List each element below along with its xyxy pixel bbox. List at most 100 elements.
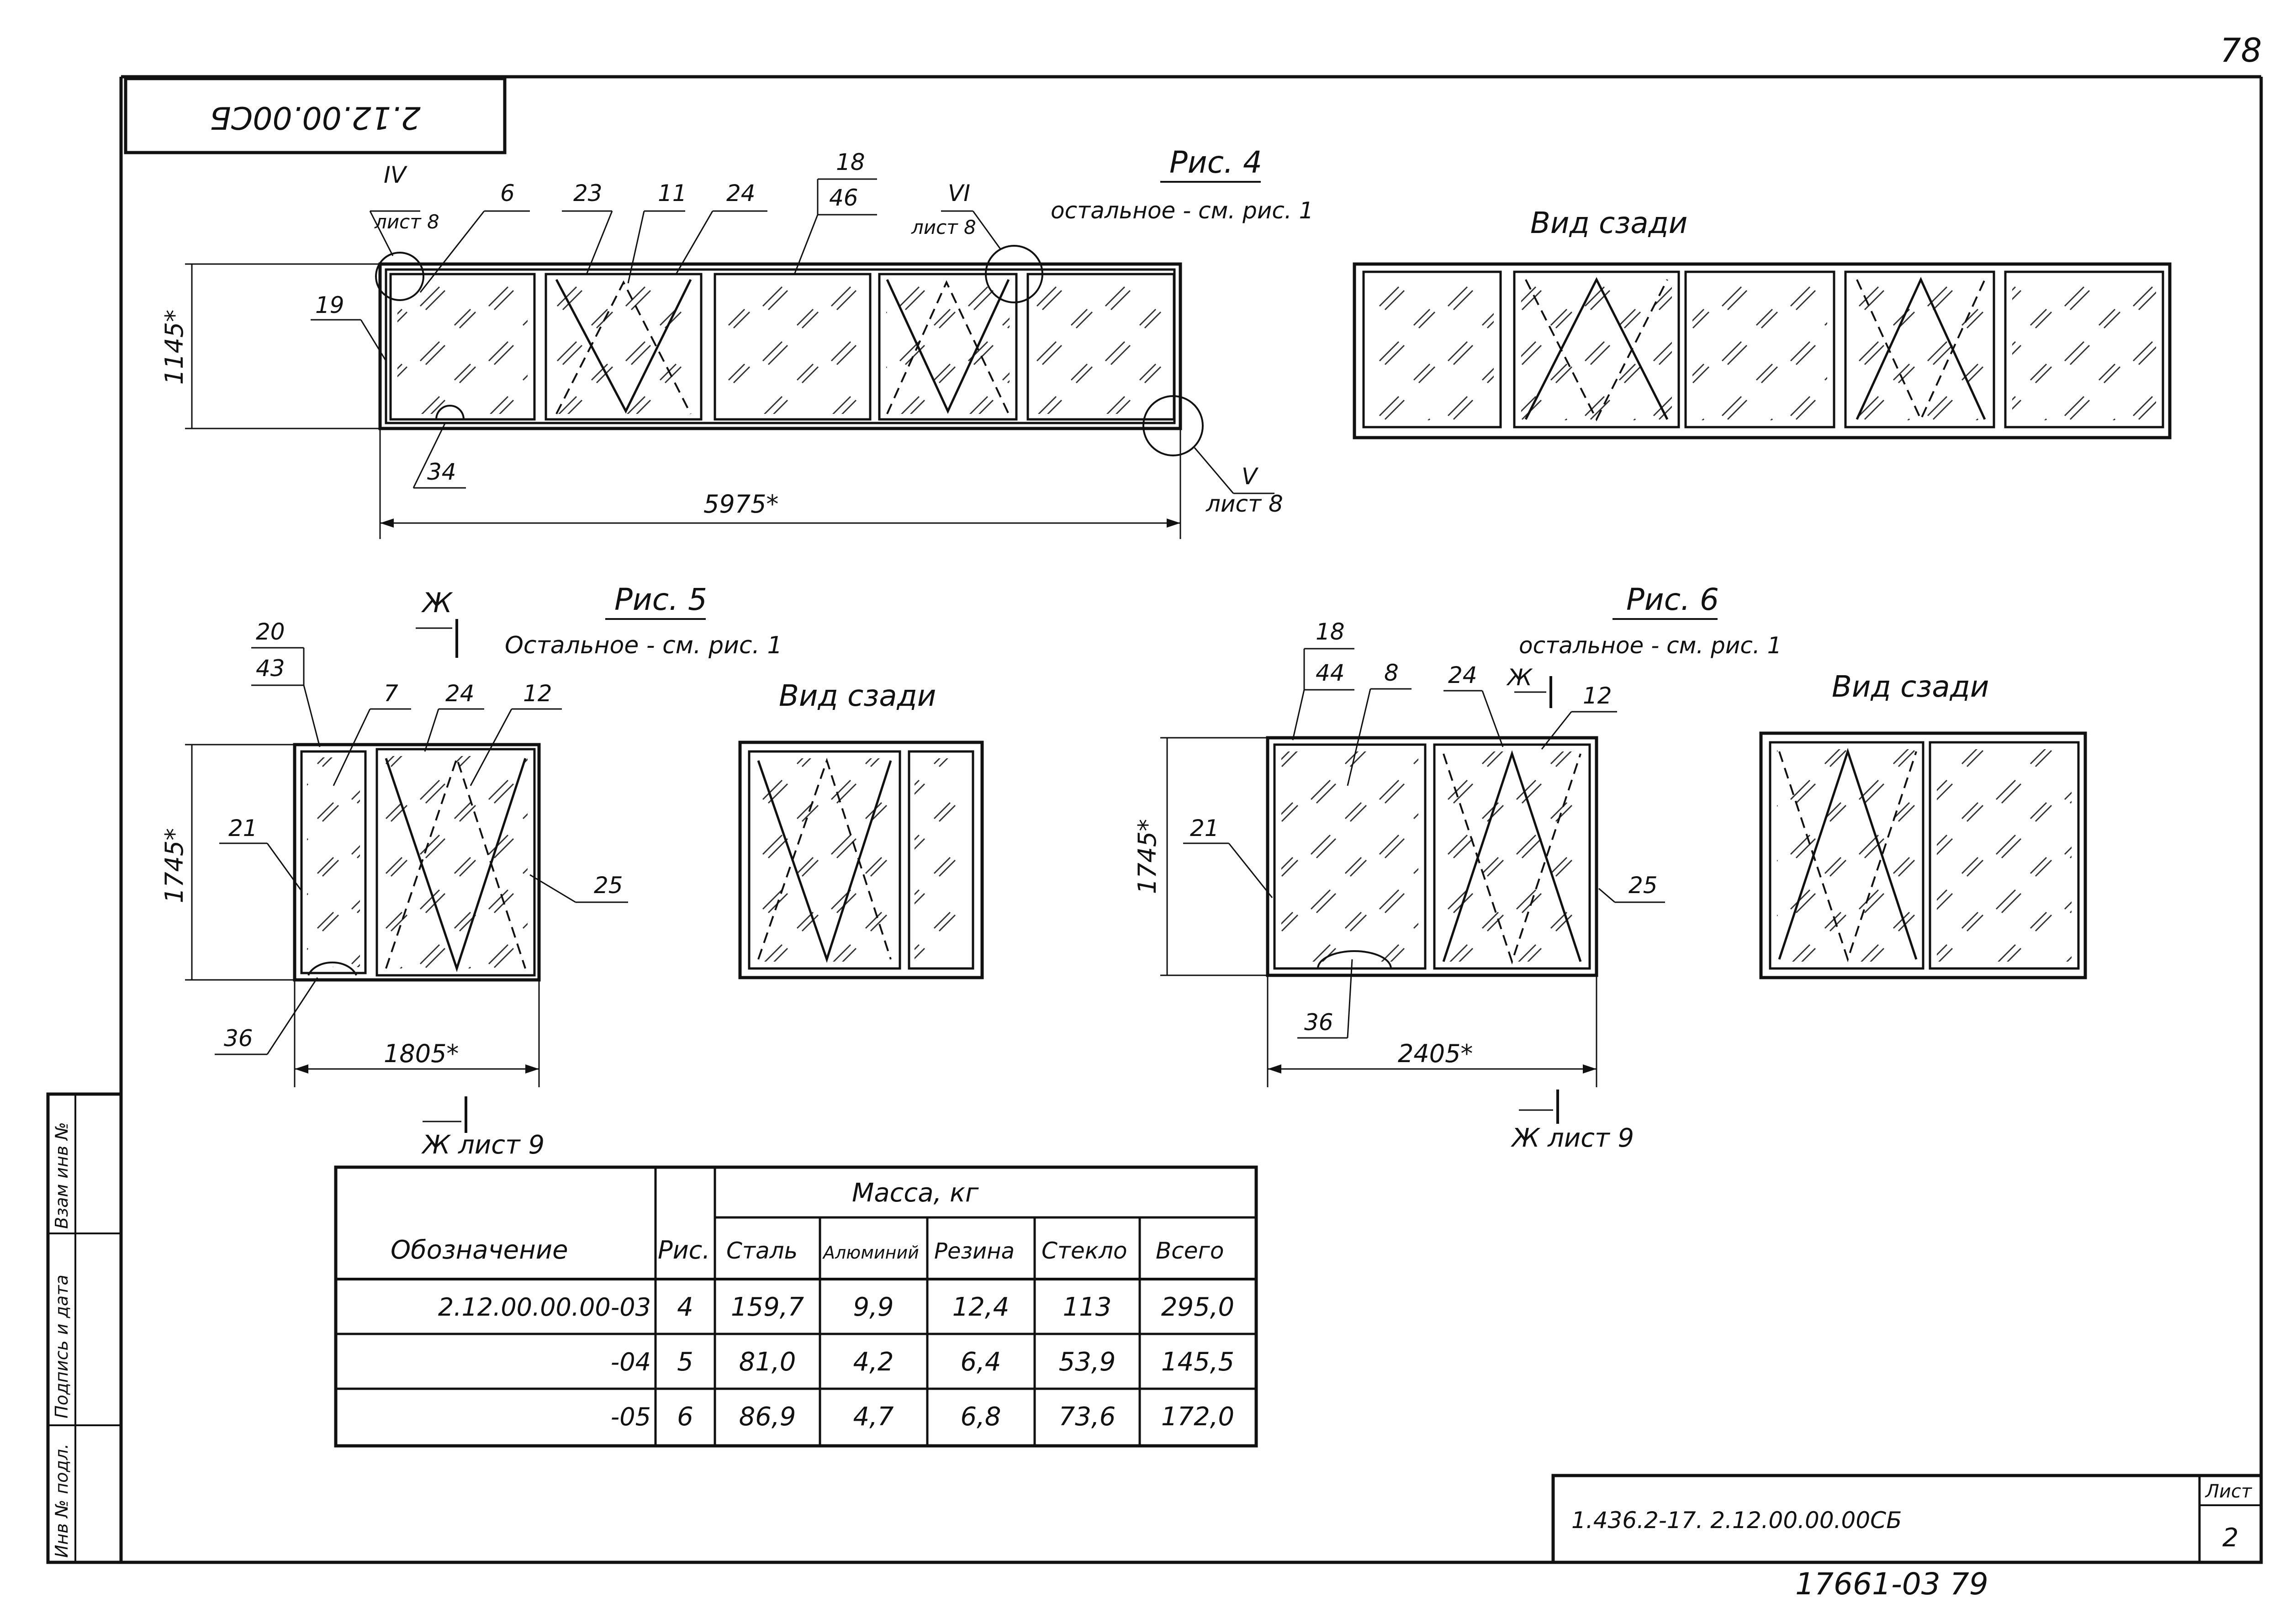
fig4-callout-19: 19 [315, 292, 344, 318]
top-stamp: 2.12.00.00СБ [124, 77, 507, 154]
fig6-height-dim-text: 1745* [1133, 819, 1162, 894]
fig5-height-dim-text: 1745* [160, 828, 189, 903]
fig4-node-vi-sheet: лист 8 [911, 216, 976, 238]
fig4-callout-6: 6 [500, 180, 515, 206]
fig4-node-iv-label: IV [384, 162, 408, 188]
col-rubber-header: Резина [934, 1238, 1015, 1264]
row-glass: 113 [1063, 1292, 1112, 1322]
fig6-callout-24: 24 [1448, 662, 1477, 688]
mass-group-header: Масса, кг [852, 1178, 979, 1208]
fig6-callout-12: 12 [1583, 682, 1612, 709]
fig4-callout-24: 24 [726, 180, 756, 206]
fig5-callout-20: 20 [256, 619, 285, 645]
fig6-callouts: 18 44 8 24 Ж 12 21 25 36 [1183, 619, 1665, 1039]
fig5-section-ref: Ж лист 9 [421, 1096, 545, 1160]
fig4-height-dim-text: 1145* [160, 310, 189, 385]
fig4-pane-1 [389, 273, 536, 421]
fig6-front-view [1266, 736, 1598, 977]
side-stamp: Инв № подл. Подпись и дата Взам инв № [46, 1092, 123, 1564]
fig4-node-iv-sheet: лист 8 [374, 211, 439, 233]
title-block-sheet-label: Лист [2205, 1481, 2252, 1502]
fig4-node-v-sheet: лист 8 [1205, 491, 1283, 517]
fig6-width-dimension: 2405* [1267, 975, 1597, 1087]
figure-4: Рис. 4 остальное - см. рис. 1 Вид сзади [160, 145, 2172, 539]
fig4-title: Рис. 4 [1169, 145, 1262, 180]
fig4-callouts: IV лист 8 6 23 11 24 18 46 VI [311, 149, 1283, 517]
fig5-section-ref-text: Ж лист 9 [421, 1130, 545, 1160]
col-fig-header: Рис. [658, 1236, 710, 1264]
fig5-rear-view [738, 741, 984, 979]
fig5-callout-12: 12 [523, 680, 552, 707]
col-total-header: Всего [1156, 1238, 1224, 1264]
row-rubber: 12,4 [952, 1292, 1010, 1322]
fig5-callouts: 20 43 7 24 12 21 25 36 [215, 619, 628, 1055]
fig6-section-mark: Ж [1506, 664, 1533, 691]
row-rubber: 6,4 [960, 1347, 1001, 1377]
fig4-node-vi-circle [985, 245, 1043, 303]
fig4-note: остальное - см. рис. 1 [1051, 197, 1313, 224]
row-designation: -05 [611, 1402, 651, 1431]
fig4-pane-3 [714, 273, 872, 421]
fig6-callout-44: 44 [1316, 660, 1345, 686]
row-steel: 81,0 [739, 1347, 796, 1377]
fig6-title: Рис. 6 [1626, 582, 1719, 617]
fig5-front-view [293, 743, 541, 982]
fig6-rear-view-label: Вид сзади [1832, 670, 1989, 704]
row-glass: 73,6 [1059, 1402, 1116, 1432]
fig6-callout-36: 36 [1304, 1009, 1333, 1036]
side-stamp-replace: Взам инв № [52, 1122, 72, 1229]
row-total: 145,5 [1161, 1347, 1234, 1377]
fig4-rear-view [1353, 262, 2172, 439]
table-row: -05 6 86,9 4,7 6,8 73,6 172,0 [611, 1402, 1234, 1432]
fig6-callout-21: 21 [1190, 815, 1219, 841]
fig4-node-v-circle [1142, 395, 1204, 456]
side-stamp-inv: Инв № подл. [52, 1444, 72, 1558]
col-glass-header: Стекло [1042, 1238, 1127, 1264]
row-rubber: 6,8 [960, 1402, 1001, 1432]
fig5-callout-24: 24 [445, 680, 475, 707]
fig4-pane-5 [1026, 273, 1175, 421]
fig4-callout-11: 11 [658, 180, 687, 206]
figure-5: Рис. 5 Остальное - см. рис. 1 Вид сзади … [160, 582, 984, 1160]
title-block-sheet-no: 2 [2222, 1523, 2239, 1553]
page-number: 78 [2220, 31, 2262, 69]
fig5-note: Остальное - см. рис. 1 [505, 632, 782, 659]
fig5-callout-43: 43 [256, 655, 285, 682]
table-row: 2.12.00.00.00-03 4 159,7 9,9 12,4 113 29… [438, 1292, 1234, 1322]
fig4-callout-34: 34 [427, 459, 456, 485]
row-fig: 5 [677, 1347, 693, 1377]
fig4-width-dim-text: 5975* [703, 490, 778, 518]
fig5-callout-25: 25 [594, 872, 623, 899]
fig5-width-dimension: 1805* [294, 980, 540, 1087]
fig4-width-dimension: 5975* [379, 428, 1181, 539]
row-designation: 2.12.00.00.00-03 [438, 1293, 651, 1322]
fig6-callout-18: 18 [1316, 619, 1345, 645]
fig4-node-v-label: V [1242, 463, 1259, 490]
row-fig: 6 [677, 1402, 693, 1432]
col-steel-header: Сталь [726, 1238, 798, 1264]
col-designation-header: Обозначение [391, 1235, 568, 1265]
row-steel: 86,9 [739, 1402, 796, 1432]
fig5-callout-21: 21 [228, 815, 258, 841]
title-block: 1.436.2-17. 2.12.00.00.00СБ Лист 2 [1551, 1474, 2263, 1564]
fig4-callout-46: 46 [829, 185, 858, 211]
bottom-stamp: 17661-03 79 [1795, 1566, 1988, 1602]
fig5-section-mark: Ж [421, 587, 453, 619]
title-block-code: 1.436.2-17. 2.12.00.00.00СБ [1571, 1507, 1902, 1534]
row-fig: 4 [677, 1292, 693, 1322]
fig4-rear-view-label: Вид сзади [1530, 206, 1687, 240]
fig5-width-dim-text: 1805* [384, 1039, 459, 1068]
fig6-height-dimension: 1745* [1133, 737, 1268, 976]
row-aluminium: 4,2 [853, 1347, 894, 1377]
fig5-callout-36: 36 [224, 1025, 253, 1052]
row-aluminium: 9,9 [853, 1292, 894, 1322]
fig5-height-dimension: 1745* [160, 744, 295, 981]
mass-table: Масса, кг Обозначение Рис. Сталь Алюмини… [334, 1165, 1258, 1448]
fig5-callout-7: 7 [384, 680, 398, 707]
fig6-width-dim-text: 2405* [1398, 1039, 1473, 1068]
fig6-section-ref: Ж лист 9 [1511, 1090, 1634, 1153]
fig4-node-vi-label: VI [948, 180, 970, 206]
fig4-pane-4 [878, 273, 1018, 421]
row-total: 172,0 [1161, 1402, 1234, 1432]
fig4-front-view [378, 262, 1182, 430]
